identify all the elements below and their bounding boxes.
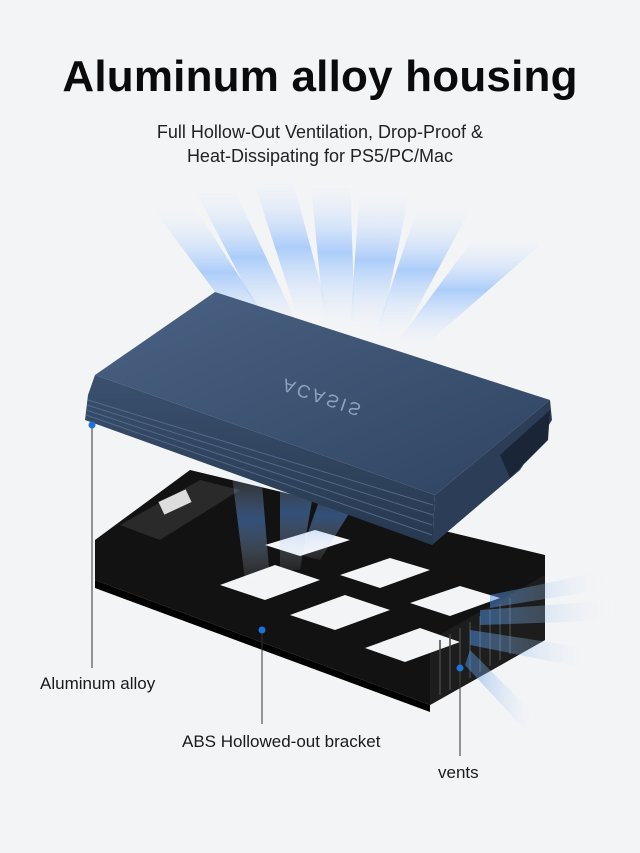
aluminum-housing: ACASIS xyxy=(85,292,552,545)
airflow-side xyxy=(465,570,620,730)
headline: Aluminum alloy housing xyxy=(62,52,578,101)
callout-aluminum-alloy: Aluminum alloy xyxy=(40,674,156,693)
callout-abs-bracket: ABS Hollowed-out bracket xyxy=(182,732,381,751)
callout-vents: vents xyxy=(438,763,479,782)
subtitle-line-2: Heat-Dissipating for PS5/PC/Mac xyxy=(186,146,454,166)
callout-leaders xyxy=(88,421,464,756)
subtitle-line-1: Full Hollow-Out Ventilation, Drop-Proof … xyxy=(156,122,484,142)
airflow-top xyxy=(150,170,540,350)
